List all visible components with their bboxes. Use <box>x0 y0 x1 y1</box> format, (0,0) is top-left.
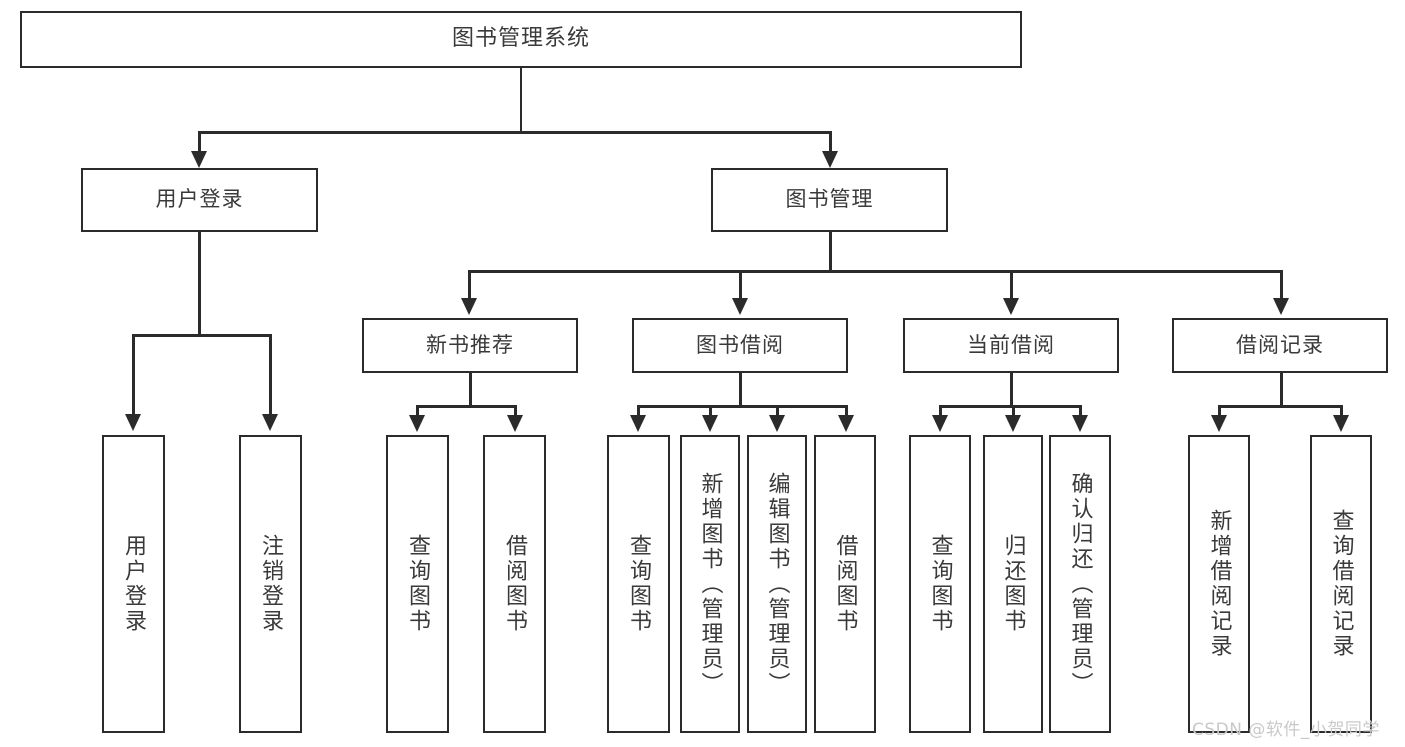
arrow-to-return-book <box>1005 415 1021 432</box>
connector-level3-drop-1 <box>468 270 471 300</box>
node-current-borrow[interactable]: 当前借阅 <box>903 318 1119 373</box>
connector-current-bus <box>939 405 1081 408</box>
connector-user-login-drop-2 <box>269 334 272 416</box>
arrow-to-query-book-1 <box>409 415 425 432</box>
leaf-add-book-admin[interactable]: 新增图书（管理员） <box>680 435 740 733</box>
connector-record-bus <box>1218 405 1342 408</box>
leaf-label: 借阅图书 <box>832 534 858 634</box>
connector-recommend-stem <box>469 373 472 407</box>
connector-level3-drop-2 <box>739 270 742 300</box>
connector-user-login-stem <box>198 232 201 336</box>
leaf-query-book-borrow[interactable]: 查询图书 <box>607 435 670 733</box>
leaf-query-book-current[interactable]: 查询图书 <box>909 435 971 733</box>
arrow-to-book-borrow <box>732 298 748 315</box>
leaf-label: 用户登录 <box>121 534 147 634</box>
leaf-confirm-return-admin[interactable]: 确认归还（管理员） <box>1049 435 1111 733</box>
connector-level2-drop-2 <box>829 131 832 153</box>
leaf-label: 注销登录 <box>258 534 284 634</box>
arrow-to-query-borrow-record <box>1333 415 1349 432</box>
leaf-query-book-recommend[interactable]: 查询图书 <box>386 435 449 733</box>
connector-user-login-drop-1 <box>132 334 135 416</box>
leaf-label: 查询图书 <box>927 534 953 634</box>
leaf-borrow-book[interactable]: 借阅图书 <box>814 435 876 733</box>
arrow-to-borrow-record <box>1273 298 1289 315</box>
arrow-to-logout-leaf <box>262 414 278 431</box>
leaf-label: 查询图书 <box>405 534 431 634</box>
arrow-to-query-book-3 <box>932 415 948 432</box>
leaf-label: 新增图书（管理员） <box>697 471 723 697</box>
leaf-borrow-book-recommend[interactable]: 借阅图书 <box>483 435 546 733</box>
node-new-book-recommend[interactable]: 新书推荐 <box>362 318 578 373</box>
connector-borrow-drop-3 <box>776 405 779 417</box>
connector-book-management-stem <box>829 232 832 272</box>
connector-current-drop-1 <box>939 405 942 417</box>
leaf-add-borrow-record[interactable]: 新增借阅记录 <box>1188 435 1250 733</box>
connector-borrow-drop-4 <box>845 405 848 417</box>
arrow-to-confirm-return <box>1072 415 1088 432</box>
leaf-logout[interactable]: 注销登录 <box>239 435 302 733</box>
arrow-to-user-login-leaf <box>125 414 141 431</box>
node-book-borrow[interactable]: 图书借阅 <box>632 318 848 373</box>
connector-current-drop-3 <box>1079 405 1082 417</box>
arrow-to-borrow-book-2 <box>838 415 854 432</box>
connector-level3-bus <box>468 270 1280 273</box>
arrow-to-user-login <box>191 151 207 168</box>
connector-borrow-bus <box>637 405 847 408</box>
leaf-label: 新增借阅记录 <box>1206 509 1232 659</box>
arrow-to-edit-book <box>769 415 785 432</box>
connector-root-stem <box>519 68 522 132</box>
arrow-to-add-borrow-record <box>1211 415 1227 432</box>
leaf-query-borrow-record[interactable]: 查询借阅记录 <box>1310 435 1372 733</box>
connector-level2-bus <box>198 131 831 134</box>
leaf-label: 查询图书 <box>626 534 652 634</box>
connector-current-drop-2 <box>1012 405 1015 417</box>
arrow-to-borrow-book-1 <box>507 415 523 432</box>
arrow-to-book-management <box>822 151 838 168</box>
node-root-library-system[interactable]: 图书管理系统 <box>20 11 1022 68</box>
arrow-to-query-book-2 <box>630 415 646 432</box>
arrow-to-new-book-recommend <box>461 298 477 315</box>
connector-level2-drop-1 <box>198 131 201 153</box>
leaf-label: 查询借阅记录 <box>1328 509 1354 659</box>
connector-borrow-drop-2 <box>709 405 712 417</box>
leaf-label: 借阅图书 <box>502 534 528 634</box>
connector-borrow-stem <box>739 373 742 407</box>
connector-record-drop-1 <box>1218 405 1221 417</box>
connector-record-stem <box>1280 373 1283 407</box>
connector-current-stem <box>1010 373 1013 407</box>
connector-level3-drop-3 <box>1010 270 1013 300</box>
connector-recommend-bus <box>416 405 516 408</box>
connector-level3-drop-4 <box>1280 270 1283 300</box>
connector-recommend-drop-2 <box>514 405 517 417</box>
connector-user-login-bus <box>132 334 270 337</box>
leaf-user-login[interactable]: 用户登录 <box>102 435 165 733</box>
connector-record-drop-2 <box>1340 405 1343 417</box>
node-borrow-record[interactable]: 借阅记录 <box>1172 318 1388 373</box>
leaf-label: 确认归还（管理员） <box>1067 471 1093 697</box>
arrow-to-add-book <box>702 415 718 432</box>
connector-recommend-drop-1 <box>416 405 419 417</box>
leaf-label: 编辑图书（管理员） <box>764 471 790 697</box>
node-user-login[interactable]: 用户登录 <box>81 168 318 232</box>
leaf-return-book[interactable]: 归还图书 <box>983 435 1043 733</box>
leaf-edit-book-admin[interactable]: 编辑图书（管理员） <box>747 435 807 733</box>
node-book-management[interactable]: 图书管理 <box>711 168 948 232</box>
arrow-to-current-borrow <box>1003 298 1019 315</box>
leaf-label: 归还图书 <box>1000 534 1026 634</box>
connector-borrow-drop-1 <box>637 405 640 417</box>
